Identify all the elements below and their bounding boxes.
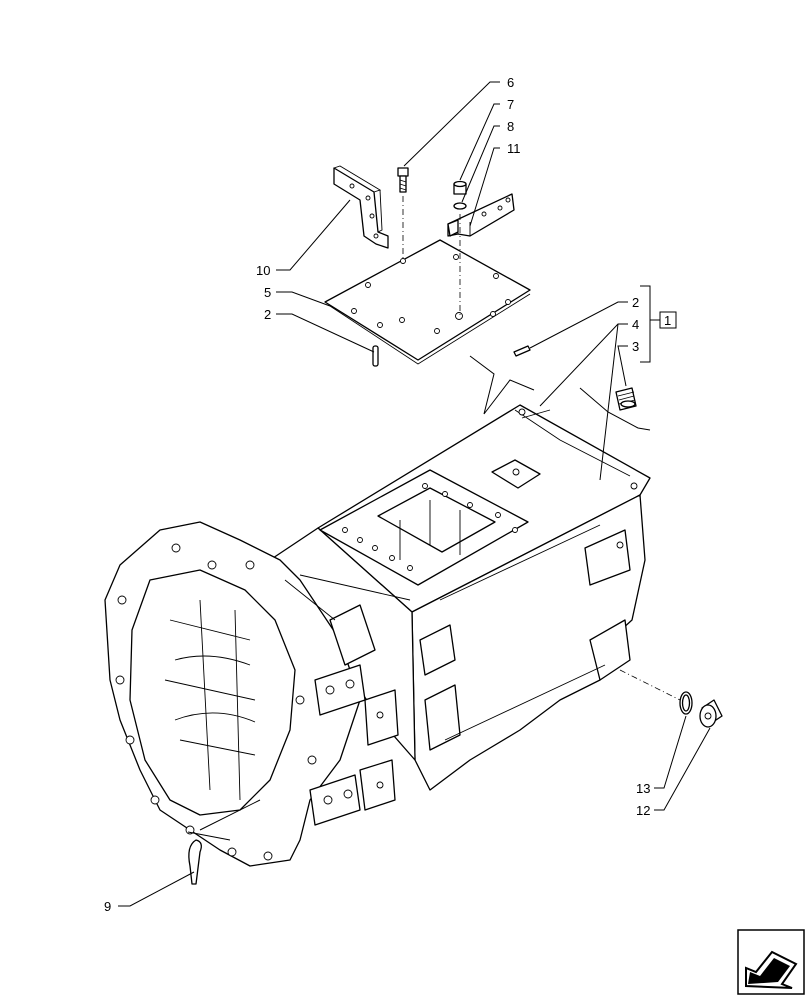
dowel-pin-left (372, 345, 379, 367)
callout-3: 3 (632, 339, 639, 354)
callout-12: 12 (636, 803, 650, 818)
callout-4: 4 (632, 317, 639, 332)
cover-plate (324, 239, 531, 365)
arrow-nav-icon[interactable] (737, 929, 805, 995)
callout-2-right: 2 (632, 295, 639, 310)
callout-8: 8 (507, 119, 514, 134)
bolt (397, 167, 409, 193)
callout-13: 13 (636, 781, 650, 796)
bracket-right (447, 193, 515, 237)
callout-10: 10 (256, 263, 270, 278)
callout-5: 5 (264, 285, 271, 300)
plug-and-seal-top (453, 180, 467, 210)
callout-7: 7 (507, 97, 514, 112)
transmission-housing (104, 404, 651, 867)
kit-number: 1 (664, 313, 671, 328)
callout-6: 6 (507, 75, 514, 90)
kit-box (659, 311, 677, 329)
leader-lines (118, 81, 711, 907)
drain-plug-and-seal (679, 691, 723, 728)
callout-9: 9 (104, 899, 111, 914)
cotter-pin (188, 839, 202, 885)
callout-labels: 6 7 8 11 10 5 2 2 4 3 1 13 12 9 (104, 75, 677, 914)
breather (615, 387, 637, 411)
callout-11: 11 (507, 141, 521, 156)
break-marks (187, 355, 651, 841)
dowel-pin-right (513, 345, 531, 357)
callout-2-left: 2 (264, 307, 271, 322)
center-lines (402, 196, 681, 701)
bracket-left (333, 165, 389, 249)
